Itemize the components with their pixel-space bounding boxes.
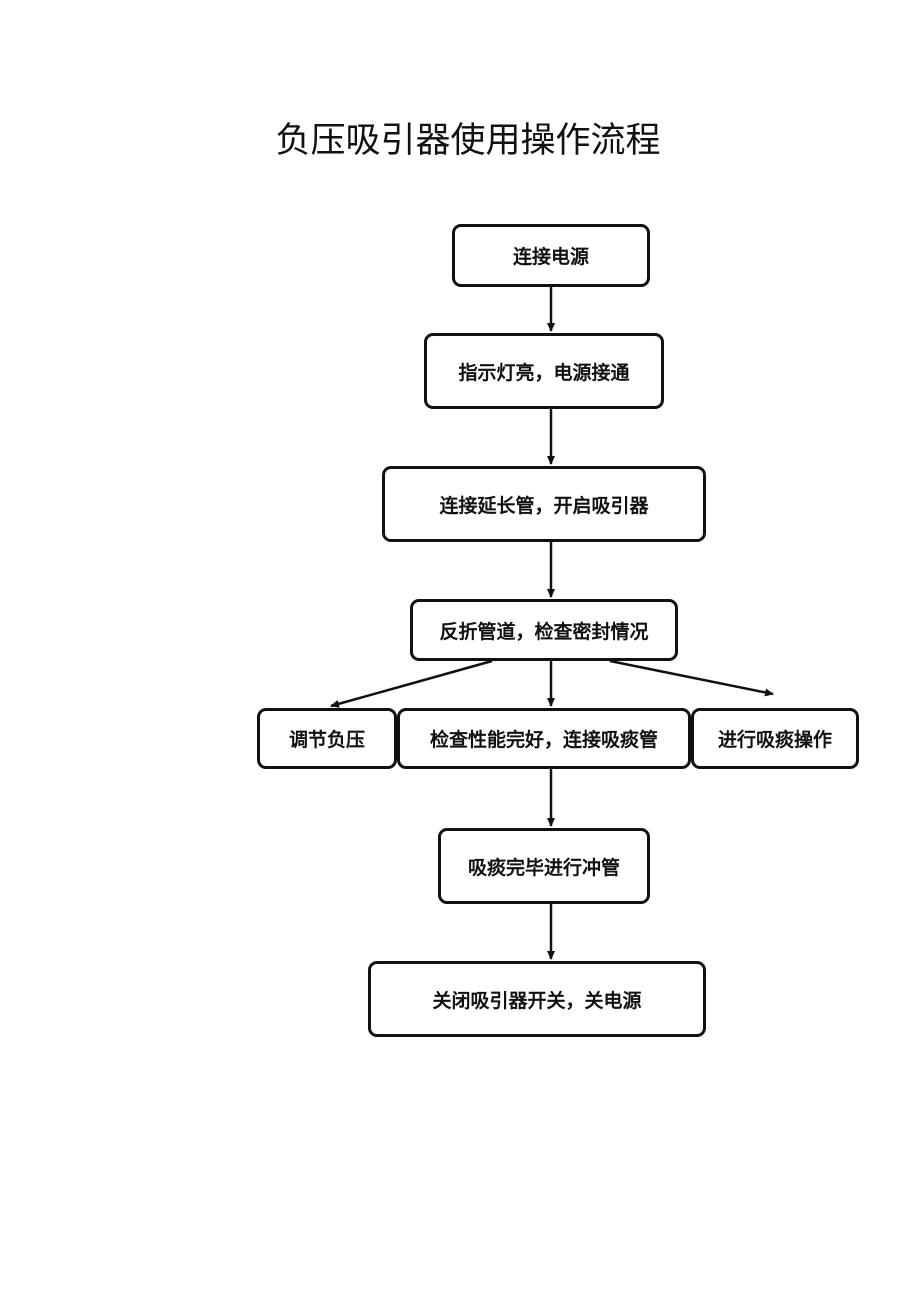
step-perform-suction: 进行吸痰操作 bbox=[691, 708, 859, 769]
step-check-seal: 反折管道，检查密封情况 bbox=[410, 599, 678, 661]
step-power-off-label: 关闭吸引器开关，关电源 bbox=[432, 989, 642, 1012]
step-check-performance-label: 检查性能完好，连接吸痰管 bbox=[429, 729, 658, 751]
step-connect-power-label: 连接电源 bbox=[512, 246, 589, 268]
step-connect-extension: 连接延长管，开启吸引器 bbox=[382, 466, 706, 542]
arrow-n4-n5a bbox=[330, 659, 493, 708]
step-power-off: 关闭吸引器开关，关电源 bbox=[368, 961, 706, 1037]
step-adjust-pressure: 调节负压 bbox=[257, 708, 397, 769]
step-connect-extension-label: 连接延长管，开启吸引器 bbox=[439, 494, 649, 517]
step-adjust-pressure-label: 调节负压 bbox=[288, 729, 365, 751]
page-title: 负压吸引器使用操作流程 bbox=[275, 121, 661, 161]
step-perform-suction-label: 进行吸痰操作 bbox=[717, 729, 832, 751]
step-indicator-on-label: 指示灯亮，电源接通 bbox=[458, 361, 630, 384]
step-flush-tube: 吸痰完毕进行冲管 bbox=[438, 828, 650, 904]
step-flush-tube-label: 吸痰完毕进行冲管 bbox=[467, 856, 620, 879]
step-connect-power: 连接电源 bbox=[452, 224, 650, 287]
step-indicator-on: 指示灯亮，电源接通 bbox=[424, 333, 664, 409]
step-check-performance: 检查性能完好，连接吸痰管 bbox=[397, 708, 691, 769]
arrow-n4-n5c bbox=[609, 659, 774, 697]
step-check-seal-label: 反折管道，检查密封情况 bbox=[439, 620, 649, 643]
